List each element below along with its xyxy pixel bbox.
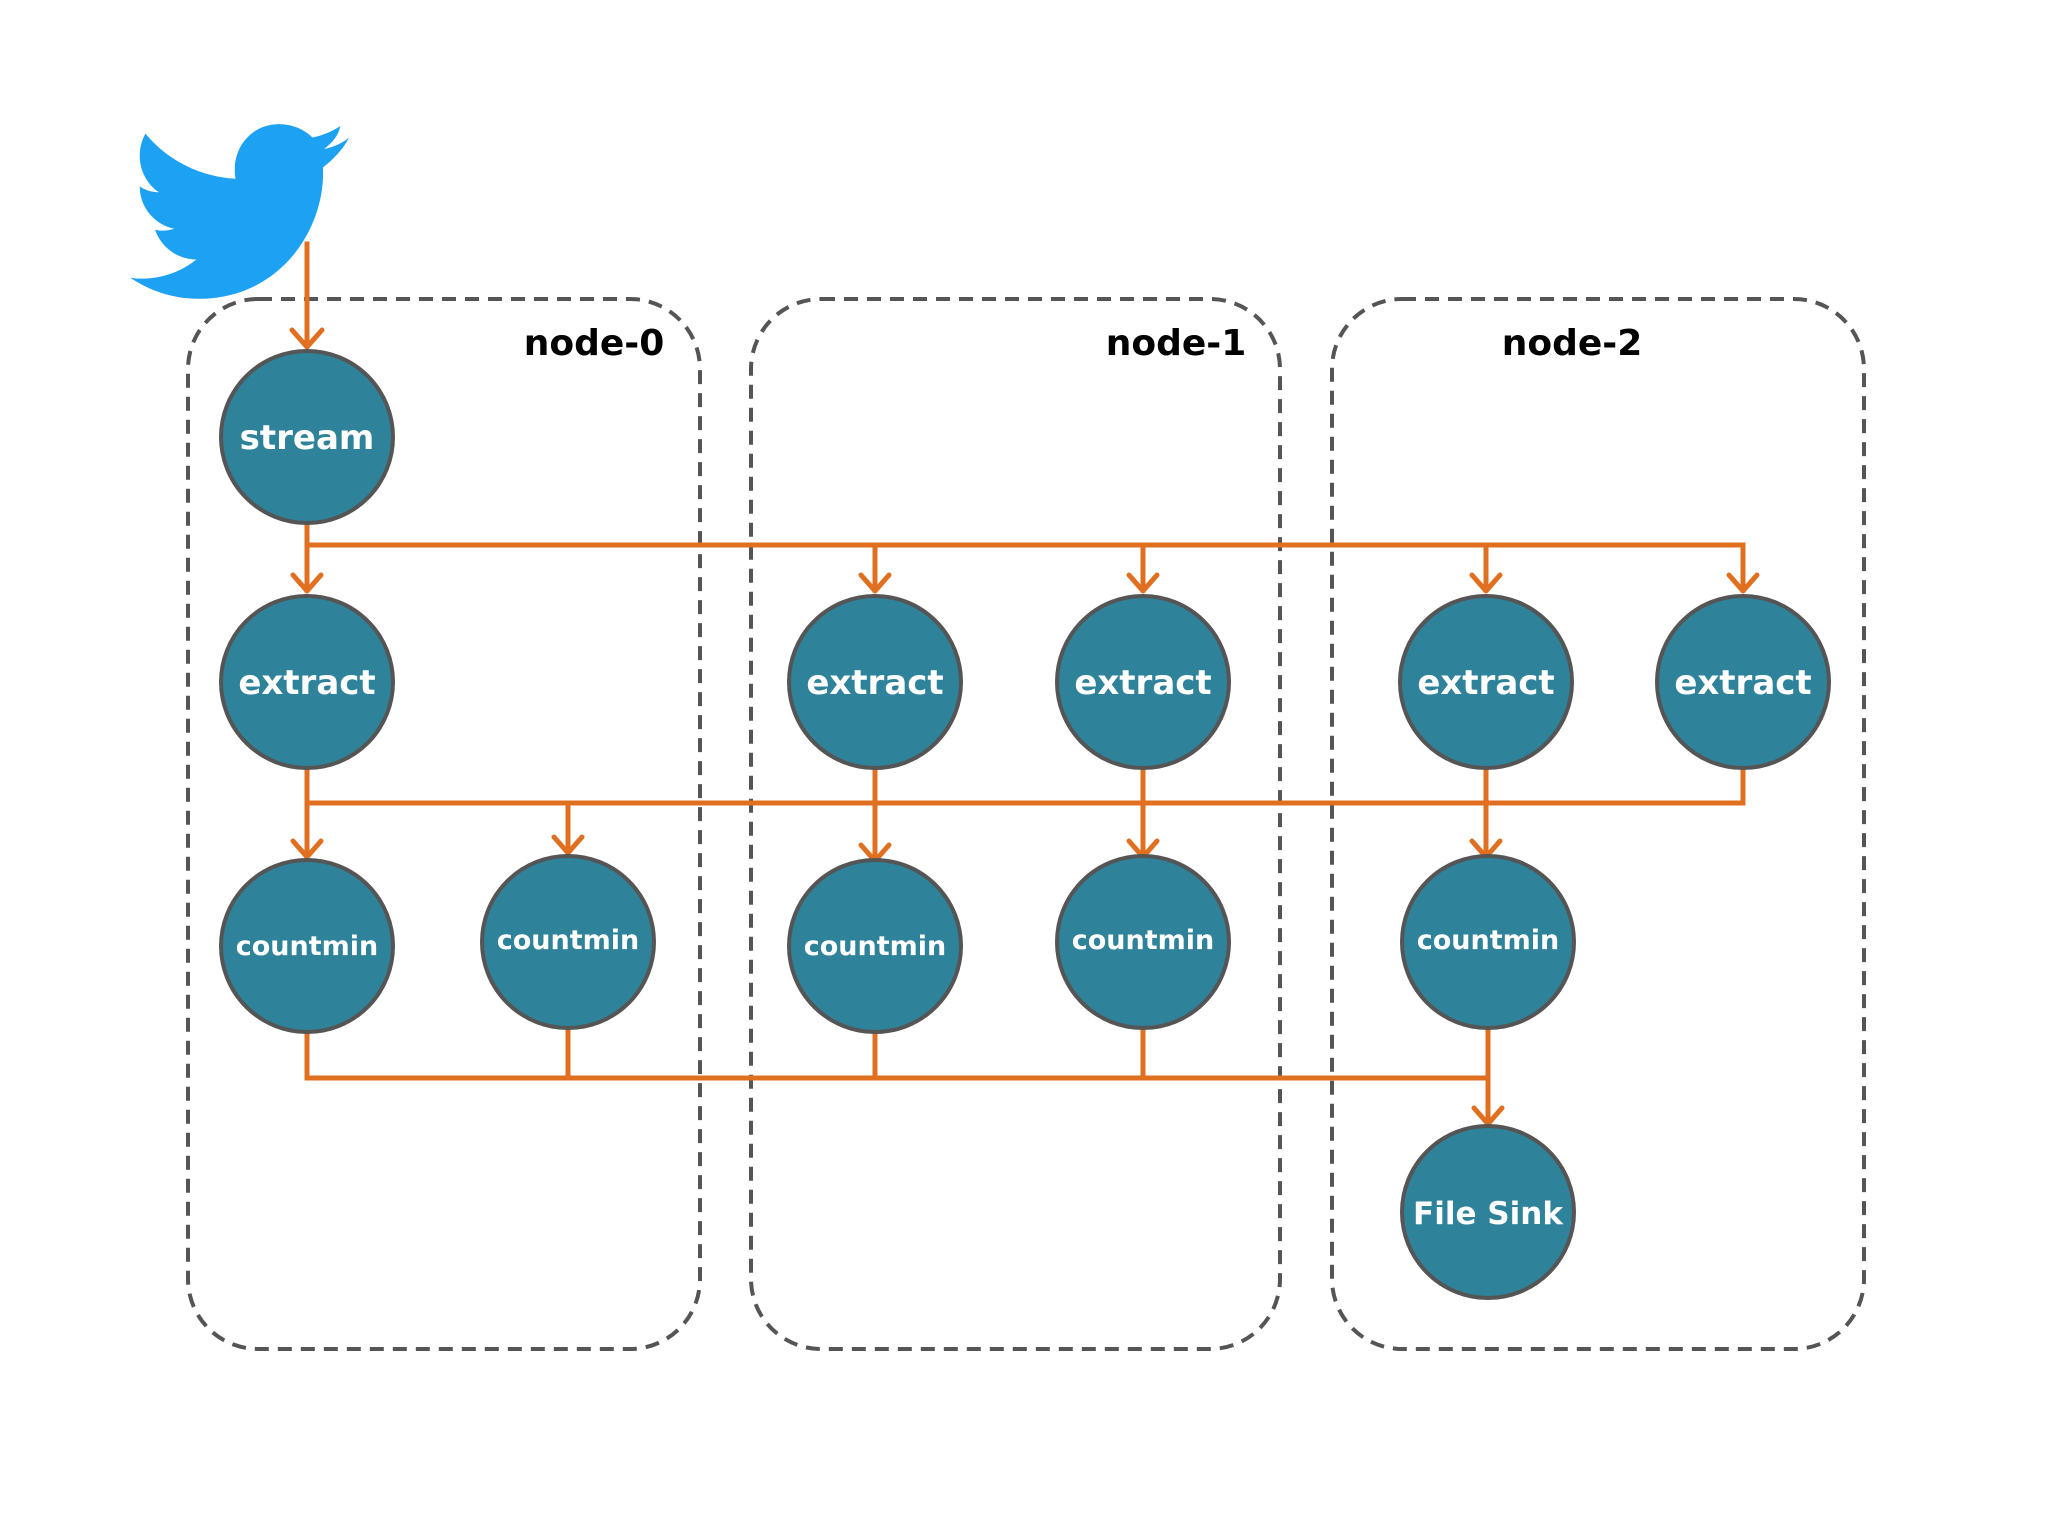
countmin-label: countmin	[497, 925, 640, 956]
edges	[289, 241, 1760, 1127]
countmin-circle	[480, 854, 656, 1030]
arrow-countmin-1	[551, 834, 585, 856]
node-0-label: node-0	[524, 323, 665, 364]
countmin-circle	[1400, 854, 1576, 1030]
operator-extract-0: extract	[219, 594, 395, 770]
countmin-label: countmin	[804, 931, 947, 962]
countmin-circle	[219, 858, 395, 1034]
stream-circle	[219, 349, 395, 525]
twitter-bird-icon	[130, 124, 349, 299]
file-sink-circle	[1400, 1124, 1576, 1300]
operator-extract-1: extract	[787, 594, 963, 770]
countmin-label: countmin	[1072, 925, 1215, 956]
extract-circle	[787, 594, 963, 770]
countmin-circle	[1055, 854, 1231, 1030]
operator-countmin-1: countmin	[480, 854, 656, 1030]
operator-extract-4: extract	[1655, 594, 1831, 770]
operator-countmin-4: countmin	[1400, 854, 1576, 1030]
operator-countmin-3: countmin	[1055, 854, 1231, 1030]
extract-label: extract	[806, 663, 943, 703]
extract-label: extract	[1417, 663, 1554, 703]
arrow-stream	[289, 327, 325, 350]
operator-stream: stream	[219, 349, 395, 525]
file-sink-label: File Sink	[1413, 1196, 1564, 1232]
stream-label: stream	[240, 418, 375, 458]
extract-label: extract	[1074, 663, 1211, 703]
extract-label: extract	[1674, 663, 1811, 703]
node-1-label: node-1	[1106, 323, 1247, 364]
node-1-box	[749, 297, 1282, 1351]
extract-circle	[1398, 594, 1574, 770]
operator-extract-2: extract	[1055, 594, 1231, 770]
node-2-label: node-2	[1502, 323, 1643, 364]
countmin-label: countmin	[1417, 925, 1560, 956]
extract-circle	[1055, 594, 1231, 770]
arrow-countmin-0	[290, 838, 324, 860]
operator-countmin-0: countmin	[219, 858, 395, 1034]
node-2-box	[1330, 297, 1866, 1351]
operator-file-sink: File Sink	[1400, 1124, 1576, 1300]
extract-label: extract	[238, 663, 375, 703]
extract-circle	[1655, 594, 1831, 770]
arrow-extract-0	[290, 572, 324, 594]
countmin-circle	[787, 858, 963, 1034]
extract-circle	[219, 594, 395, 770]
arrow-extract-3	[1469, 572, 1503, 594]
node-0-box	[186, 297, 702, 1351]
operator-countmin-2: countmin	[787, 858, 963, 1034]
countmin-label: countmin	[236, 931, 379, 962]
arrow-extract-1	[858, 572, 892, 594]
operator-extract-3: extract	[1398, 594, 1574, 770]
arrow-extract-2	[1126, 572, 1160, 594]
arrow-extract-4	[1726, 572, 1760, 594]
